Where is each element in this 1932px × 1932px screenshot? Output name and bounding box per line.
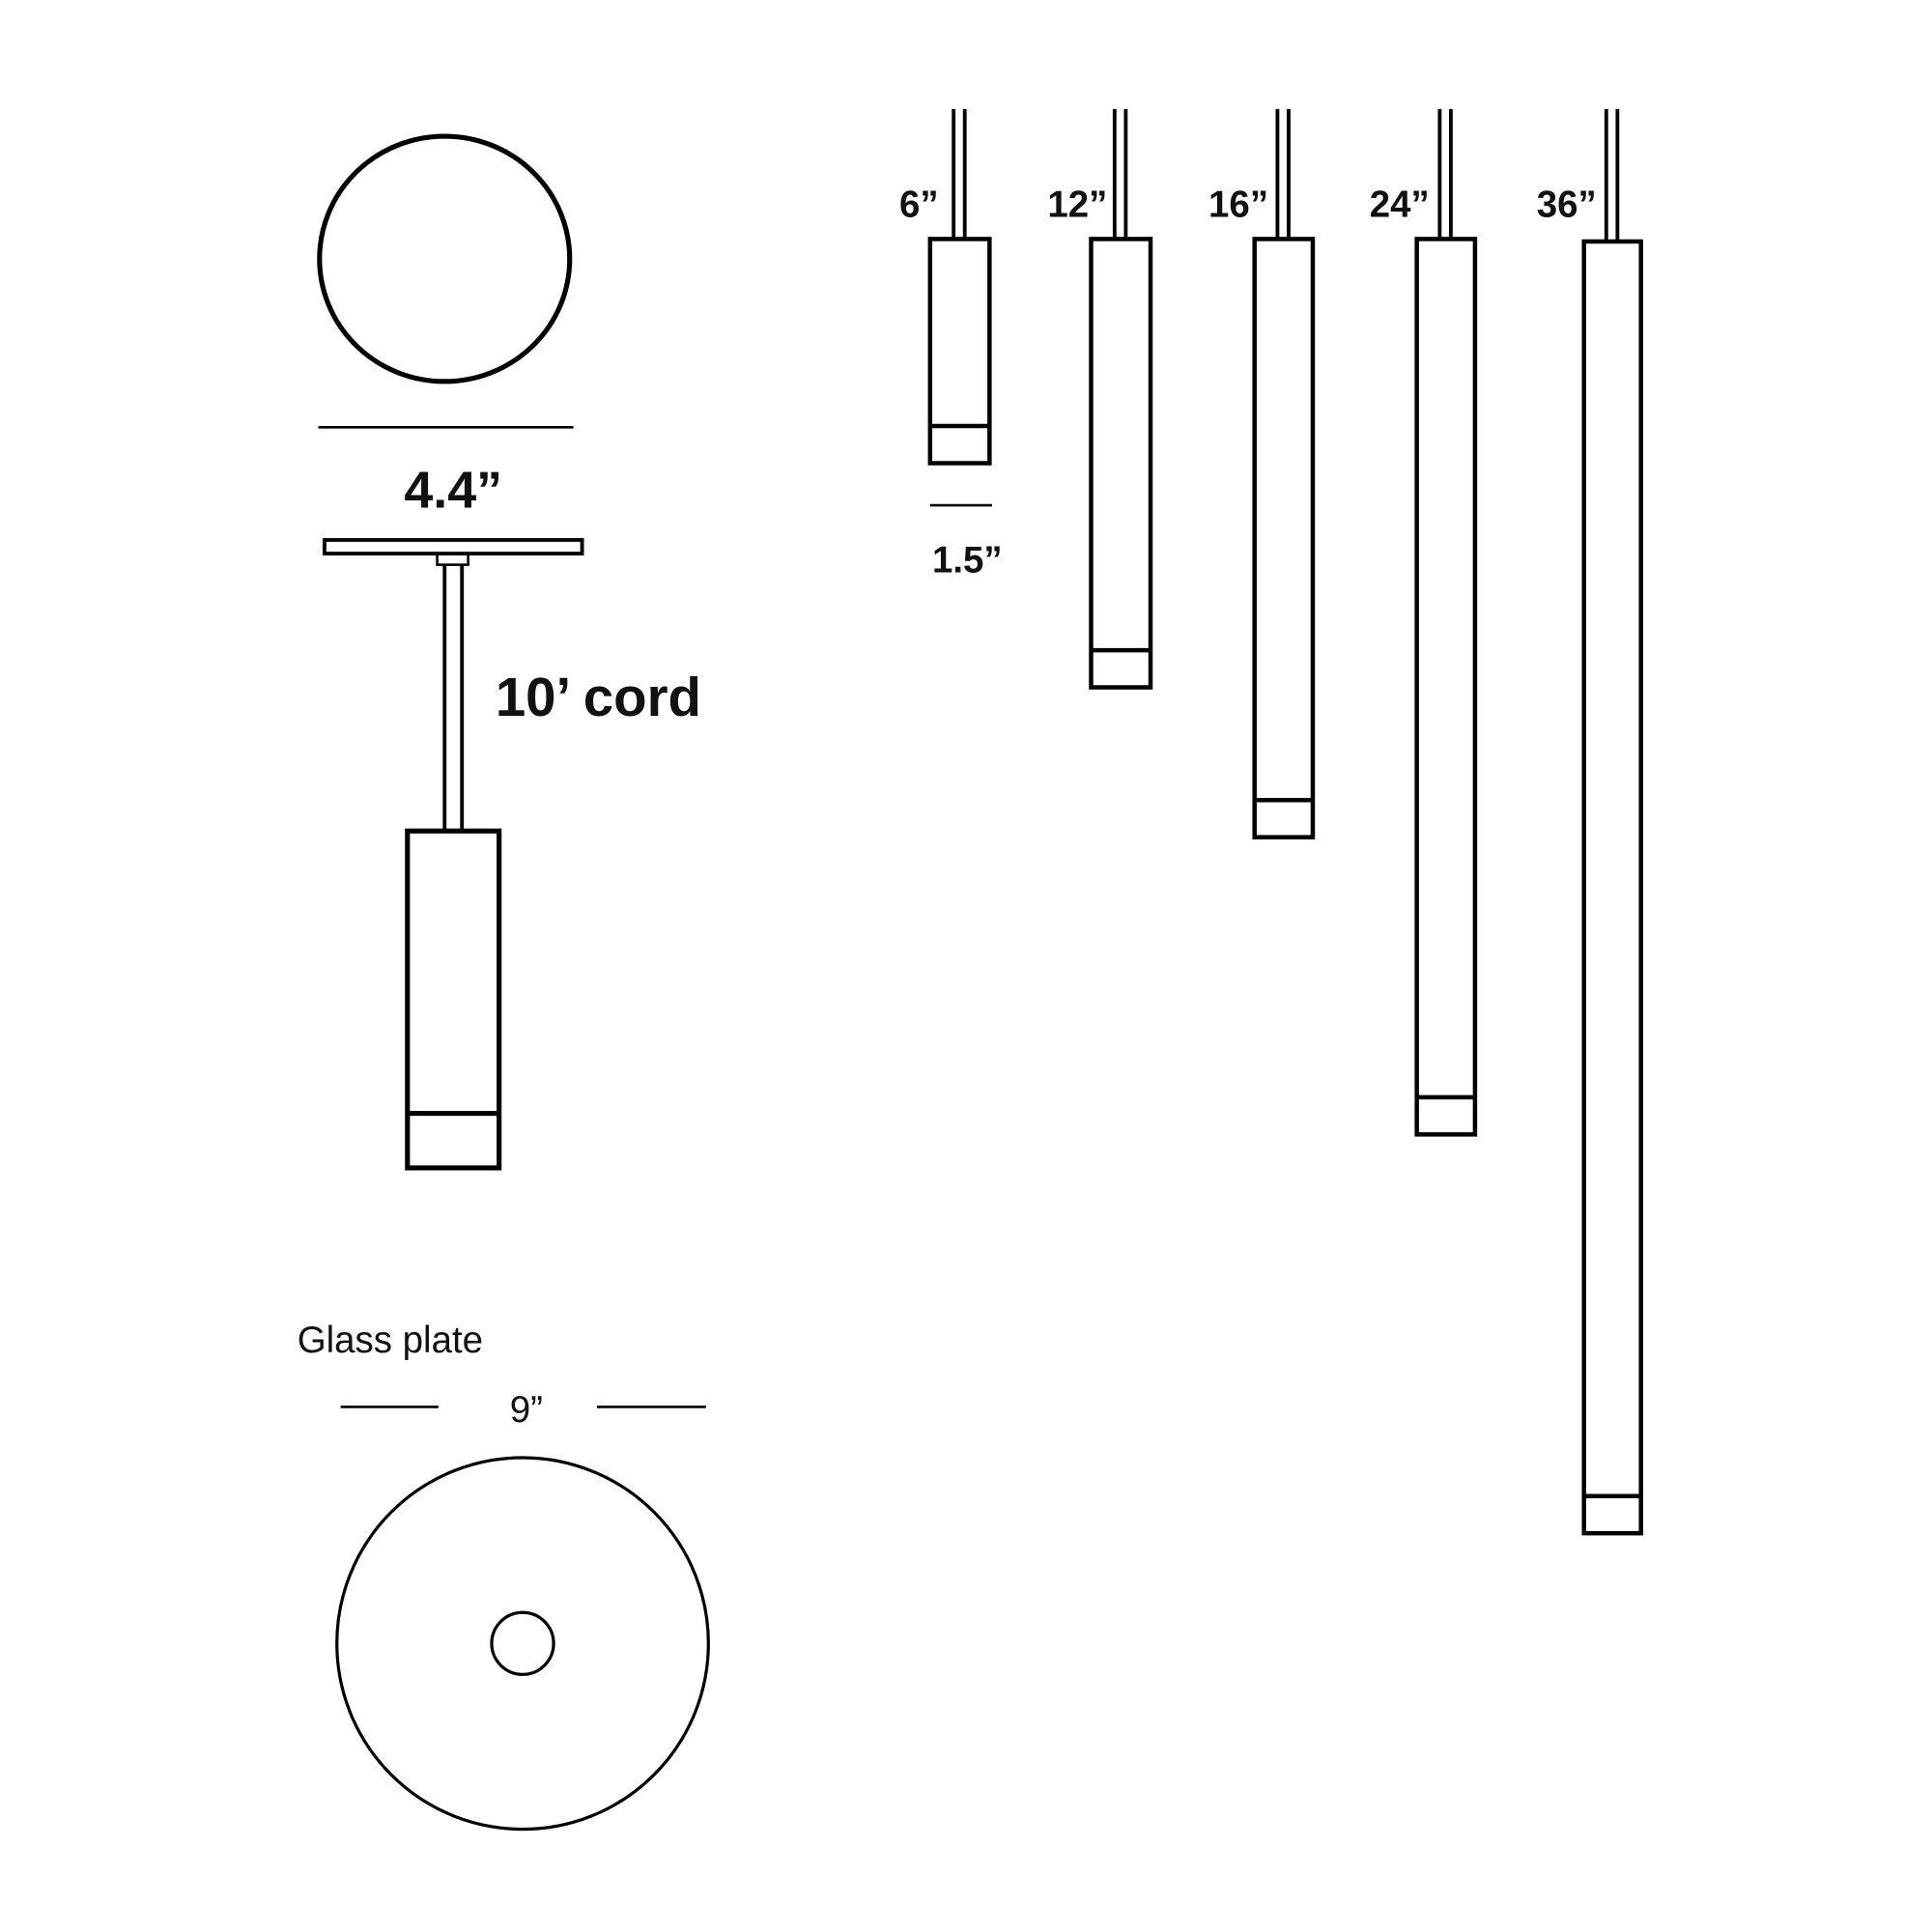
canopy-top-view xyxy=(317,133,573,384)
pendant-tube-6 xyxy=(927,237,992,466)
pendant-tube-16 xyxy=(1252,237,1316,839)
pendant-length-label: 24” xyxy=(1370,184,1430,225)
pendant-length-label: 6” xyxy=(899,184,939,225)
canopy-plate xyxy=(322,538,584,556)
glass-plate-hole xyxy=(490,1610,555,1676)
glass-plate-outer xyxy=(335,1456,710,1832)
pendant-tube-12 xyxy=(1089,237,1153,690)
pendant-tube-24 xyxy=(1414,237,1478,1137)
canopy-diameter-label: 4.4” xyxy=(404,462,502,520)
pendant-tube-36 xyxy=(1581,239,1643,1536)
cord-connector xyxy=(436,552,469,566)
glass-plate-diameter-label: 9” xyxy=(510,1389,543,1431)
glass-plate-title: Glass plate xyxy=(298,1320,483,1361)
cord-length-label: 10’ cord xyxy=(496,667,701,727)
pendant-length-label: 36” xyxy=(1537,184,1597,225)
pendant-length-label: 12” xyxy=(1047,184,1107,225)
pendant-body xyxy=(405,828,502,1171)
width-label: 1.5” xyxy=(932,539,1003,581)
pendant-length-label: 16” xyxy=(1208,184,1268,225)
